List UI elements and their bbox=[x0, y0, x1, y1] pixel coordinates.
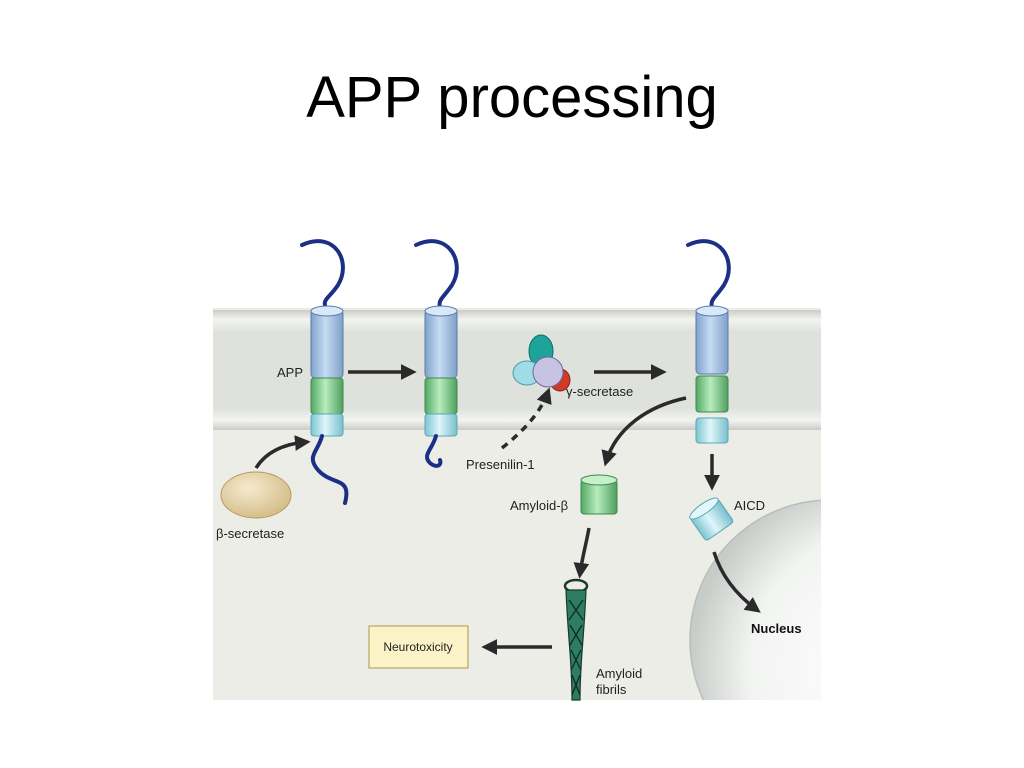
arrows bbox=[254, 364, 761, 655]
app-molecule-2 bbox=[414, 239, 459, 468]
amyloid-beta-fragment bbox=[580, 474, 618, 515]
label-amyloid-fibrils-line1: Amyloid bbox=[596, 666, 642, 681]
aicd-fragment bbox=[689, 497, 734, 541]
app-molecule-1 bbox=[300, 239, 349, 505]
amyloid-fibril bbox=[563, 578, 589, 701]
label-aicd: AICD bbox=[734, 498, 765, 513]
arrow-presenilin bbox=[500, 387, 552, 450]
neurotoxicity-box bbox=[368, 625, 469, 669]
label-presenilin: Presenilin-1 bbox=[466, 457, 535, 472]
arrow-to-amyloid-beta bbox=[601, 396, 687, 467]
beta-secretase-enzyme bbox=[220, 471, 292, 519]
label-amyloid-fibrils-line2: fibrils bbox=[596, 682, 627, 697]
slide-title: APP processing bbox=[306, 65, 718, 130]
label-neurotoxicity: Neurotoxicity bbox=[383, 640, 452, 654]
label-beta-secretase: β-secretase bbox=[216, 526, 284, 541]
label-gamma-secretase: γ-secretase bbox=[566, 384, 633, 399]
label-app: APP bbox=[277, 365, 303, 380]
label-nucleus: Nucleus bbox=[751, 621, 802, 636]
label-amyloid-beta: Amyloid-β bbox=[510, 498, 568, 513]
app-molecule-3 bbox=[686, 239, 731, 444]
arrow-to-fibrils bbox=[573, 527, 591, 579]
arrow-beta-secretase bbox=[254, 435, 311, 469]
arrow-to-nucleus bbox=[712, 551, 761, 613]
gamma-secretase-complex bbox=[512, 334, 571, 392]
nucleus-shape bbox=[689, 499, 821, 700]
